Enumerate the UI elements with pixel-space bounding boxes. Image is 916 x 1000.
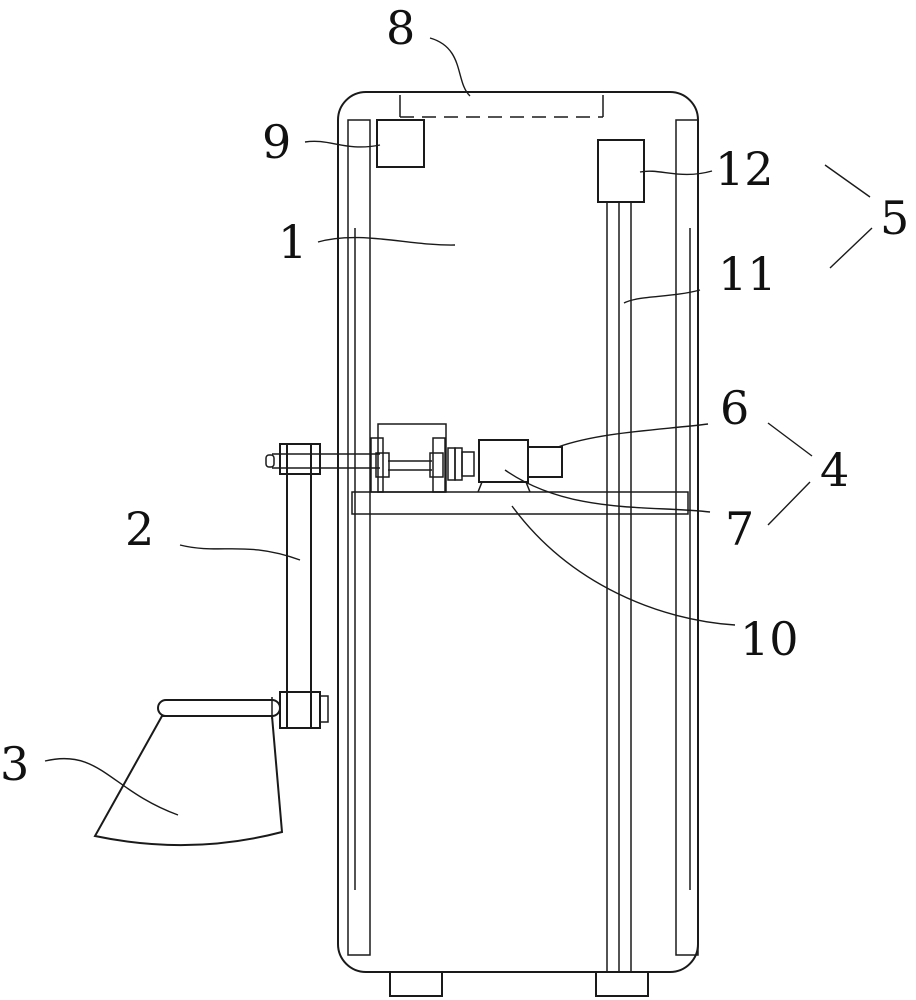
bracket-5-upper (824, 164, 871, 198)
leader-2 (179, 544, 301, 561)
label-12: 12 (715, 142, 774, 196)
leader-6 (557, 423, 709, 448)
platform-10 (351, 491, 689, 515)
leader-1 (317, 236, 456, 246)
label-11: 11 (718, 247, 777, 301)
bracket-4-upper (767, 422, 813, 457)
small-coupling (461, 451, 475, 477)
leader-7 (504, 469, 711, 513)
collar-right (454, 447, 463, 481)
arm-2 (286, 443, 312, 729)
leader-9 (304, 140, 381, 148)
motor-box-12 (597, 139, 645, 203)
label-10: 10 (740, 612, 799, 666)
bracket-block (377, 423, 447, 493)
coupling-left (375, 452, 390, 478)
label-9: 9 (262, 115, 291, 169)
bracket-5-lower (829, 227, 873, 269)
bracket-4-lower (767, 481, 811, 526)
label-7: 7 (725, 502, 754, 556)
coupling-right (429, 452, 444, 478)
collar-left (447, 447, 456, 481)
handle-rod (157, 699, 281, 717)
bracket-plate-left (370, 437, 384, 493)
left-side-rail (347, 119, 371, 956)
bracket-plate-right (432, 437, 446, 493)
label-8: 8 (386, 1, 415, 55)
foot-left (389, 971, 443, 997)
gearbox-base (477, 481, 531, 493)
label-3: 3 (0, 737, 29, 791)
leader-3 (44, 757, 179, 816)
small-box-9 (376, 119, 425, 168)
motor-6 (527, 446, 563, 478)
leader-11 (623, 289, 701, 304)
leader-8 (429, 37, 471, 97)
label-6: 6 (720, 381, 749, 435)
leader-10 (511, 505, 736, 626)
right-side-rail (675, 119, 699, 956)
arm-bottom-collar (319, 695, 329, 723)
blade-3 (93, 715, 284, 847)
label-2: 2 (125, 502, 154, 556)
leader-12 (639, 170, 713, 176)
cabinet-body (337, 91, 699, 973)
shaft-end-cap (265, 454, 275, 468)
foot-right (595, 971, 649, 997)
label-1: 1 (278, 215, 307, 269)
label-4: 4 (820, 443, 849, 497)
label-5: 5 (880, 191, 909, 245)
gearbox-7 (478, 439, 529, 483)
